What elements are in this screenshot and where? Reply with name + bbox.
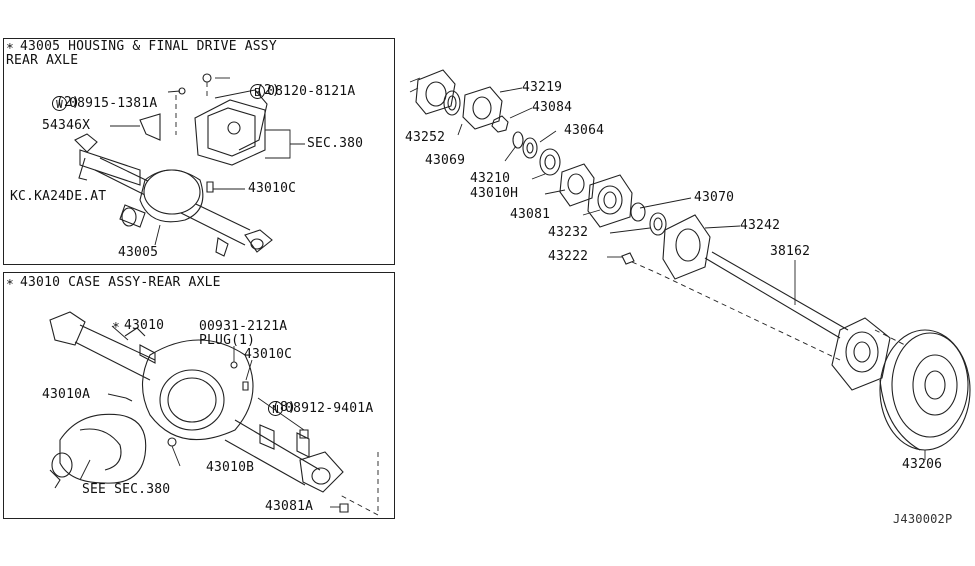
part-43010c-label[interactable]: 43010C	[244, 347, 293, 362]
breather-drawing	[206, 181, 214, 193]
case-star: ∗	[112, 318, 121, 333]
gasket-43010h-drawing	[559, 163, 595, 207]
callout-n-icon: N	[268, 401, 284, 416]
panel-title-star: ∗	[6, 275, 15, 290]
bearing-cage-43081-drawing	[587, 174, 633, 228]
part-43005-label[interactable]: 43005	[118, 245, 159, 260]
bearing-43210-drawing	[539, 148, 561, 176]
diff-carrier-drawing	[49, 413, 147, 489]
part-43081a-label[interactable]: 43081A	[265, 499, 314, 514]
part-43084-label[interactable]: 43084	[532, 100, 573, 115]
part-43070-label[interactable]: 43070	[694, 190, 735, 205]
nut-qty: (8)	[272, 400, 297, 415]
plug-desc-label: PLUG(1)	[199, 333, 256, 348]
axle-case-drawing	[49, 311, 344, 493]
ring-43064-drawing	[522, 137, 538, 159]
see-sec-380-label[interactable]: SEE SEC.380	[82, 482, 171, 497]
nut-drawing	[299, 429, 309, 439]
bearing-43232-drawing	[649, 212, 667, 236]
part-43069-label[interactable]: 43069	[425, 153, 466, 168]
axle-housing-drawing	[74, 133, 273, 257]
bolt-43081a-drawing	[339, 503, 349, 513]
model-code-label: KC.KA24DE.AT	[10, 189, 107, 204]
seal-43070-drawing	[630, 202, 646, 222]
part-43219-label[interactable]: 43219	[522, 80, 563, 95]
diagram-code: J430002P	[893, 512, 953, 526]
seal-43252-drawing	[443, 90, 461, 116]
gasket-43219-drawing	[462, 86, 503, 130]
callout-b-icon: B	[250, 84, 266, 99]
part-00931-label[interactable]: 00931-2121A	[199, 319, 288, 334]
part-43010a-drawing	[125, 397, 133, 402]
part-number: 08912-9401A	[285, 401, 374, 416]
nut-43084-drawing	[491, 115, 509, 133]
backing-plate-43242-drawing	[662, 214, 711, 280]
part-43010c-label[interactable]: 43010C	[248, 181, 297, 196]
bolt-w-qty: (2)	[56, 95, 81, 110]
bracket-drawing	[139, 113, 161, 141]
panel-title-star: ∗	[6, 39, 15, 54]
cover-plate-drawing	[194, 89, 268, 166]
panel-subtitle: REAR AXLE	[6, 53, 79, 68]
part-43222-label[interactable]: 43222	[548, 249, 589, 264]
bolt-43222-drawing	[621, 252, 635, 265]
part-number: 08915-1381A	[69, 96, 158, 111]
part-43064-label[interactable]: 43064	[564, 123, 605, 138]
breather-drawing	[242, 381, 249, 391]
part-43010a-label[interactable]: 43010A	[42, 387, 91, 402]
part-54346x-label[interactable]: 54346X	[42, 118, 91, 133]
case-assy-panel	[3, 272, 395, 519]
part-43252-label[interactable]: 43252	[405, 130, 446, 145]
part-number: 08120-8121A	[267, 84, 356, 99]
washer-43069-drawing	[512, 131, 524, 149]
part-43242-label[interactable]: 43242	[740, 218, 781, 233]
axle-shaft-38162-drawing	[704, 251, 891, 391]
bolt-b-qty: (2)	[256, 83, 281, 98]
sec-380-label[interactable]: SEC.380	[307, 136, 364, 151]
flange-end-drawing	[409, 69, 456, 115]
panel-title: 43005 HOUSING & FINAL DRIVE ASSY	[20, 39, 277, 54]
part-43206-label[interactable]: 43206	[902, 457, 943, 472]
callout-w-icon: W	[52, 96, 68, 111]
part-43010b-label[interactable]: 43010B	[206, 460, 255, 475]
housing-final-drive-panel	[3, 38, 395, 265]
part-43010h-label[interactable]: 43010H	[470, 186, 519, 201]
part-43210-label[interactable]: 43210	[470, 171, 511, 186]
part-43010-label[interactable]: 43010	[124, 318, 165, 333]
brake-drum-43206-drawing	[879, 329, 971, 451]
panel-title: 43010 CASE ASSY-REAR AXLE	[20, 275, 221, 290]
part-43081-label[interactable]: 43081	[510, 207, 551, 222]
part-43232-label[interactable]: 43232	[548, 225, 589, 240]
part-38162-label[interactable]: 38162	[770, 244, 811, 259]
